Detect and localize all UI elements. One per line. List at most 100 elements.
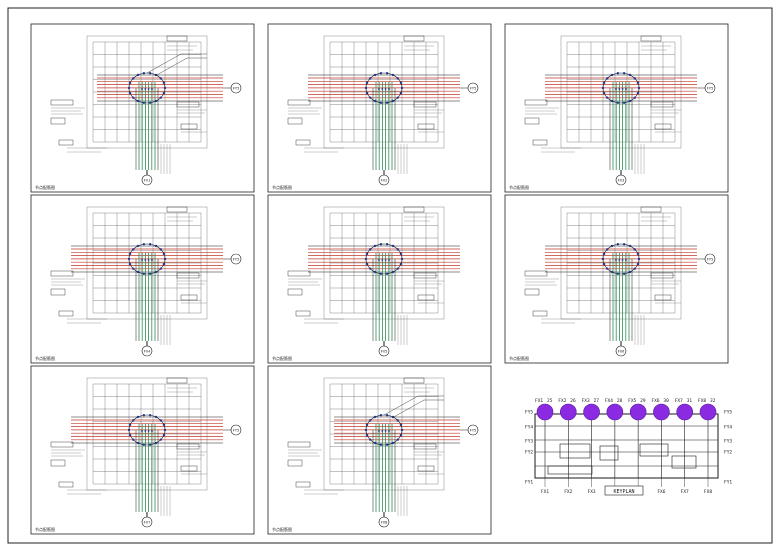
note-box (532, 139, 548, 146)
rebar-dot (128, 262, 132, 266)
rebar-dot (385, 101, 389, 104)
rebar-dot (142, 243, 146, 246)
beam-edges (545, 245, 697, 341)
highlight-dot (653, 403, 670, 421)
note-box (287, 459, 303, 467)
note-box (295, 139, 311, 146)
rebar-dot (162, 81, 166, 85)
rebar-dot (610, 270, 614, 274)
rebar-dot (373, 270, 377, 274)
grid-bubble-side: FY5 (223, 253, 242, 265)
rebar-dot (144, 88, 147, 90)
rebar-dot (384, 430, 387, 432)
top-grid-label: FX7 (675, 398, 683, 404)
rebar-dot (633, 96, 636, 99)
beam-edges (334, 416, 460, 512)
bubble-circle (230, 424, 242, 436)
bubble-circle (378, 516, 390, 528)
rebar-dot (601, 86, 605, 90)
bubble-circle (230, 253, 242, 265)
rebar-dot (364, 86, 368, 90)
grid-bubble-side: FY5 (460, 82, 479, 94)
rebar-dot (369, 438, 372, 441)
rebar-dot (391, 441, 395, 445)
note-box (295, 481, 311, 488)
rebar-dot (147, 259, 150, 261)
grid-lines (560, 35, 682, 149)
left-grid-label: FY4 (525, 425, 533, 431)
note-box (403, 206, 425, 213)
bottom-grid-label: FX2 (564, 489, 572, 495)
beam-edges (308, 74, 460, 170)
bubble-label: FX2 (381, 179, 388, 183)
right-grid-label: FY1 (724, 480, 732, 486)
rebar-dot (602, 81, 606, 85)
bubble-circle (141, 516, 153, 528)
rebar-dot (128, 433, 132, 437)
rebar-dot (154, 244, 158, 248)
note-box (50, 99, 74, 106)
rebar-dot (378, 259, 380, 261)
rebar-dot (373, 99, 377, 103)
top-grid-number: 29 (640, 398, 646, 404)
top-grid-label: FX5 (628, 398, 636, 404)
top-grid-number: 25 (547, 398, 553, 404)
note-box (50, 117, 66, 125)
right-grid-label: FY4 (724, 425, 732, 431)
note-text-lines (51, 387, 207, 495)
rebar-dot (391, 244, 395, 248)
rebar-dot (388, 259, 390, 261)
note-boxes (524, 206, 674, 317)
grid-bubble-bottom: FX8 (378, 512, 390, 528)
bubble-circle (615, 174, 627, 186)
rebar-dot (400, 257, 404, 261)
note-box (640, 206, 662, 213)
grid-lines (323, 206, 445, 320)
rebar-dot (136, 73, 140, 77)
top-grid-number: 32 (710, 398, 716, 404)
rebar-dot (399, 433, 403, 437)
rebar-dot (369, 248, 372, 251)
rebar-dot (610, 99, 614, 103)
panel-caption: 节点配筋图 (509, 184, 529, 190)
panel-caption: 节点配筋图 (272, 526, 292, 532)
sheet-border (7, 7, 773, 544)
rebar-dot (628, 99, 632, 103)
rebar-dot (396, 248, 399, 251)
rebar-dot (381, 259, 384, 261)
note-box (176, 101, 200, 108)
horizontal-rebar (71, 248, 223, 270)
outline-box (323, 35, 445, 149)
rebar-dot (148, 414, 152, 417)
vertical-rebar (138, 424, 156, 512)
bubble-circle (704, 82, 716, 94)
rebar-dot (154, 270, 158, 274)
rebar-dot (159, 96, 162, 99)
vertical-rebar (375, 424, 393, 512)
panel-caption: 节点配筋图 (35, 526, 55, 532)
bottom-grid-label: FX1 (541, 489, 549, 495)
rebar-dot (148, 272, 152, 275)
rebar-dot (606, 77, 609, 80)
note-text-lines (525, 45, 681, 153)
rebar-dot (369, 267, 372, 270)
bubble-label: FX8 (381, 521, 388, 525)
rebar-dot (142, 272, 146, 275)
rebar-dot (636, 81, 640, 85)
horizontal-rebar (545, 77, 697, 99)
rebar-dot (637, 257, 641, 261)
note-text-lines (288, 45, 444, 153)
rebar-dot (154, 441, 158, 445)
rebar-dot (616, 243, 620, 246)
rebar-dot (136, 244, 140, 248)
rebar-dot (618, 259, 621, 261)
rebar-dot (128, 423, 132, 427)
note-box (176, 443, 200, 450)
vertical-rebar (612, 253, 630, 341)
bubble-circle (230, 82, 242, 94)
note-box (532, 310, 548, 317)
outline-box (86, 377, 208, 491)
